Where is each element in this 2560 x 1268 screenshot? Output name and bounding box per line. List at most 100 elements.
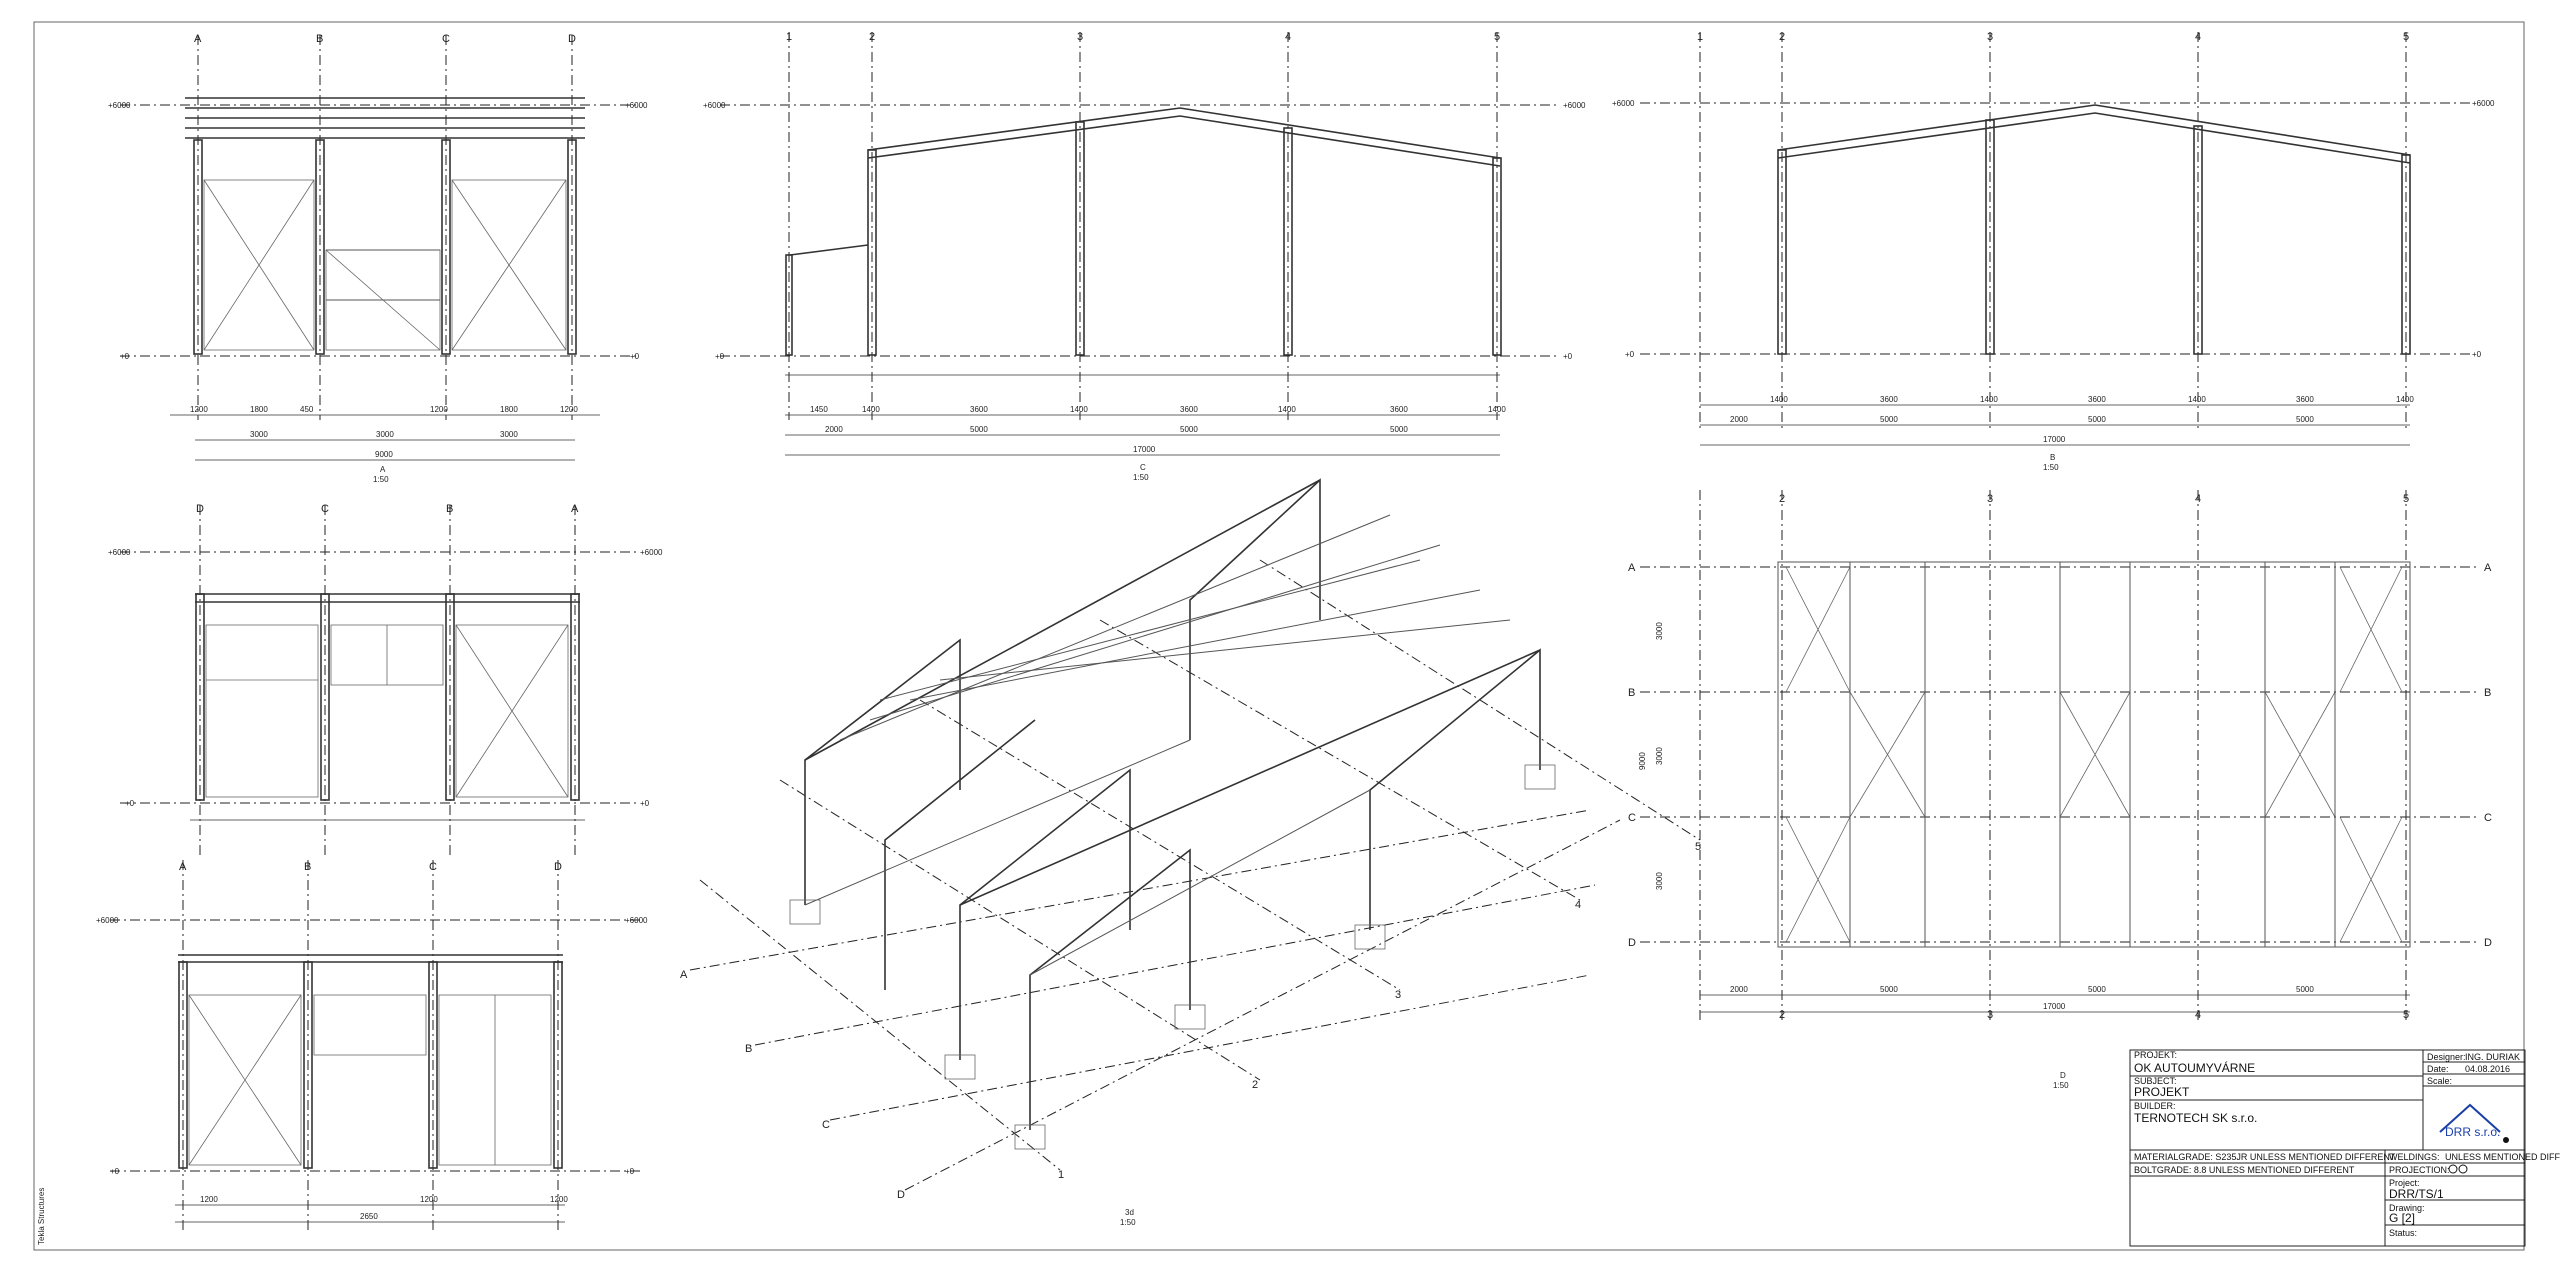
svg-text:3: 3 (1987, 493, 1993, 505)
view-a-side-elevation: A B C D +6000 +6000 +0 +0 1200 2650 1200… (96, 860, 648, 1230)
svg-text:5000: 5000 (2088, 985, 2106, 994)
svg-text:1200: 1200 (430, 405, 448, 414)
projection-symbol-icon (2448, 1164, 2468, 1174)
svg-text:3600: 3600 (1180, 405, 1198, 414)
svg-text:9000: 9000 (375, 450, 393, 459)
svg-text:17000: 17000 (2043, 1002, 2066, 1011)
svg-text:+0: +0 (630, 352, 640, 361)
subject-value: PROJEKT (2134, 1085, 2190, 1099)
svg-text:3600: 3600 (1880, 395, 1898, 404)
svg-text:1: 1 (1058, 1169, 1064, 1181)
svg-text:1200: 1200 (200, 1195, 218, 1204)
svg-text:+6000: +6000 (625, 101, 648, 110)
svg-text:D: D (196, 503, 204, 515)
svg-text:1400: 1400 (1488, 405, 1506, 414)
svg-text:3600: 3600 (1390, 405, 1408, 414)
svg-text:C: C (822, 1119, 830, 1131)
svg-text:DRR s.r.o.: DRR s.r.o. (2445, 1125, 2500, 1139)
view-3d-isometric: A B C D 1 2 3 4 5 3d 1:50 (680, 478, 1701, 1227)
svg-text:+6000: +6000 (625, 916, 648, 925)
project-number: DRR/TS/1 (2389, 1187, 2444, 1201)
svg-text:1:50: 1:50 (1120, 1218, 1136, 1227)
svg-text:+0: +0 (2472, 350, 2482, 359)
svg-text:1:50: 1:50 (2043, 463, 2059, 472)
designer-label: Designer: (2427, 1052, 2466, 1062)
svg-text:B: B (304, 861, 311, 873)
svg-text:A: A (571, 503, 579, 515)
svg-text:3000: 3000 (500, 430, 518, 439)
svg-text:1400: 1400 (1278, 405, 1296, 414)
svg-text:C: C (321, 503, 329, 515)
svg-text:+6000: +6000 (1612, 99, 1635, 108)
svg-text:2: 2 (1779, 1009, 1785, 1021)
svg-text:A: A (380, 465, 386, 474)
svg-text:+0: +0 (640, 799, 650, 808)
svg-text:+0: +0 (125, 799, 135, 808)
svg-text:5000: 5000 (1880, 985, 1898, 994)
date-label: Date: (2427, 1064, 2449, 1074)
svg-text:+0: +0 (715, 352, 725, 361)
project-number-label: Project: (2389, 1178, 2420, 1188)
svg-text:B: B (2484, 687, 2491, 699)
title-block: PROJEKT: OK AUTOUMYVÁRNE SUBJECT: PROJEK… (2129, 1049, 2560, 1247)
svg-text:1200: 1200 (420, 1195, 438, 1204)
svg-text:+0: +0 (120, 352, 130, 361)
svg-text:2: 2 (1779, 31, 1785, 43)
svg-text:17000: 17000 (1133, 445, 1156, 454)
svg-text:1800: 1800 (250, 405, 268, 414)
svg-text:1200: 1200 (190, 405, 208, 414)
svg-text:D: D (568, 33, 576, 45)
margin-note: Tekla Structures (37, 1188, 46, 1245)
svg-text:5000: 5000 (2296, 985, 2314, 994)
designer-value: ING. DURIAK (2465, 1052, 2520, 1062)
svg-text:1:50: 1:50 (373, 475, 389, 484)
svg-text:2: 2 (869, 31, 875, 43)
svg-text:C: C (429, 861, 437, 873)
projection-label: PROJECTION: (2389, 1165, 2450, 1175)
sheet-frame (33, 21, 2525, 1251)
svg-text:5: 5 (1494, 31, 1500, 43)
svg-text:+0: +0 (625, 1167, 635, 1176)
svg-text:17000: 17000 (2043, 435, 2066, 444)
svg-text:+0: +0 (1563, 352, 1573, 361)
svg-text:2000: 2000 (1730, 985, 1748, 994)
drawing-label: Drawing: (2389, 1203, 2425, 1213)
svg-text:3000: 3000 (1655, 747, 1664, 765)
svg-text:3: 3 (1395, 989, 1401, 1001)
svg-text:2: 2 (1779, 493, 1785, 505)
status-label: Status: (2389, 1228, 2417, 1238)
svg-text:5: 5 (1695, 841, 1701, 853)
svg-text:3: 3 (1077, 31, 1083, 43)
svg-text:9000: 9000 (1638, 752, 1647, 770)
scale-label: Scale: (2427, 1076, 2452, 1086)
svg-text:5: 5 (2403, 1009, 2409, 1021)
svg-text:1: 1 (1697, 31, 1703, 43)
svg-text:D: D (2060, 1071, 2066, 1080)
project-name: OK AUTOUMYVÁRNE (2134, 1060, 2255, 1075)
svg-text:3d: 3d (1125, 1208, 1134, 1217)
svg-text:450: 450 (300, 405, 314, 414)
svg-text:C: C (1628, 812, 1636, 824)
view-b-elevation: 1 2 3 4 5 +6000 +6000 +0 +0 1400 3600 14… (1612, 31, 2495, 472)
svg-text:3: 3 (1987, 31, 1993, 43)
svg-text:3600: 3600 (970, 405, 988, 414)
builder-label: BUILDER: (2134, 1101, 2176, 1111)
view-d-side-elevation: D C B A +6000 +6000 +0 +0 (108, 503, 663, 858)
svg-text:3600: 3600 (2088, 395, 2106, 404)
svg-text:D: D (2484, 937, 2492, 949)
svg-text:B: B (1628, 687, 1635, 699)
view-a-elevation: A B C D +6000 +6000 +0 +0 12 (108, 33, 648, 484)
svg-text:4: 4 (1575, 899, 1581, 911)
svg-text:1: 1 (786, 31, 792, 43)
svg-text:5000: 5000 (1180, 425, 1198, 434)
svg-text:3: 3 (1987, 1009, 1993, 1021)
svg-text:2000: 2000 (825, 425, 843, 434)
svg-text:5000: 5000 (2088, 415, 2106, 424)
svg-text:A: A (194, 33, 202, 45)
svg-text:B: B (2050, 453, 2055, 462)
company-logo-icon: DRR s.r.o. (2439, 1103, 2509, 1143)
svg-text:D: D (897, 1189, 905, 1201)
svg-text:1400: 1400 (2396, 395, 2414, 404)
svg-text:1800: 1800 (500, 405, 518, 414)
